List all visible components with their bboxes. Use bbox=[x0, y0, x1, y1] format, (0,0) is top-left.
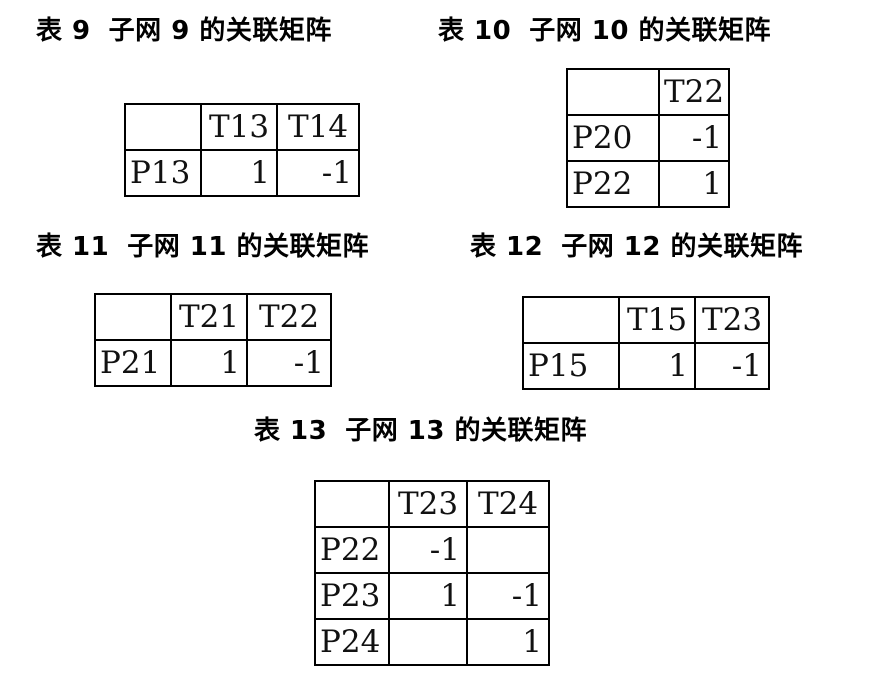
matrix-cell: -1 bbox=[246, 339, 332, 387]
row-header: P20 bbox=[566, 114, 660, 162]
table-row: P22 -1 bbox=[314, 526, 550, 574]
table-11-caption: 表 11 子网 11 的关联矩阵 bbox=[36, 232, 369, 262]
matrix-cell: 1 bbox=[388, 572, 468, 620]
table-row: P20 -1 bbox=[566, 114, 731, 162]
column-header: T23 bbox=[388, 480, 468, 528]
matrix-cell: -1 bbox=[276, 149, 360, 197]
table-12: T15 T23 P15 1 -1 bbox=[522, 296, 770, 390]
column-header: T15 bbox=[618, 296, 696, 344]
matrix-cell: 1 bbox=[657, 160, 731, 208]
corner-cell bbox=[522, 296, 620, 344]
table-9-caption: 表 9 子网 9 的关联矩阵 bbox=[36, 16, 332, 46]
matrix-cell: 1 bbox=[200, 149, 278, 197]
row-header: P23 bbox=[314, 572, 390, 620]
table-row: P23 1 -1 bbox=[314, 572, 550, 620]
table-10-caption: 表 10 子网 10 的关联矩阵 bbox=[438, 16, 771, 46]
row-header: P15 bbox=[522, 342, 620, 390]
caption-label: 表 11 bbox=[36, 232, 110, 262]
caption-text: 子网 9 的关联矩阵 bbox=[108, 16, 332, 46]
matrix-cell: -1 bbox=[466, 572, 550, 620]
column-header: T23 bbox=[694, 296, 770, 344]
table-13-caption: 表 13 子网 13 的关联矩阵 bbox=[254, 416, 587, 446]
row-header: P24 bbox=[314, 618, 390, 666]
column-header: T22 bbox=[246, 293, 332, 341]
caption-label: 表 10 bbox=[438, 16, 512, 46]
caption-text: 子网 12 的关联矩阵 bbox=[561, 232, 804, 262]
row-header: P21 bbox=[94, 339, 172, 387]
corner-cell bbox=[124, 103, 202, 151]
corner-cell bbox=[94, 293, 172, 341]
table-12-caption: 表 12 子网 12 的关联矩阵 bbox=[470, 232, 803, 262]
caption-label: 表 12 bbox=[470, 232, 544, 262]
table-header-row: T23 T24 bbox=[314, 480, 550, 528]
matrix-cell: 1 bbox=[618, 342, 696, 390]
matrix-cell bbox=[466, 526, 550, 574]
table-row: P24 1 bbox=[314, 618, 550, 666]
row-header: P22 bbox=[566, 160, 660, 208]
table-row: P22 1 bbox=[566, 160, 731, 208]
table-row: P13 1 -1 bbox=[124, 149, 360, 197]
row-header: P13 bbox=[124, 149, 202, 197]
caption-text: 子网 13 的关联矩阵 bbox=[345, 416, 588, 446]
corner-cell bbox=[566, 68, 660, 116]
table-13: T23 T24 P22 -1 P23 1 -1 P24 1 bbox=[314, 480, 550, 666]
caption-label: 表 13 bbox=[254, 416, 328, 446]
table-header-row: T22 bbox=[566, 68, 731, 116]
column-header: T14 bbox=[276, 103, 360, 151]
table-row: P21 1 -1 bbox=[94, 339, 332, 387]
table-10: T22 P20 -1 P22 1 bbox=[566, 68, 731, 208]
matrix-cell: -1 bbox=[694, 342, 770, 390]
matrix-cell: 1 bbox=[170, 339, 248, 387]
row-header: P22 bbox=[314, 526, 390, 574]
column-header: T24 bbox=[466, 480, 550, 528]
matrix-cell: 1 bbox=[466, 618, 550, 666]
table-header-row: T13 T14 bbox=[124, 103, 360, 151]
table-9: T13 T14 P13 1 -1 bbox=[124, 103, 360, 197]
caption-label: 表 9 bbox=[36, 16, 91, 46]
caption-text: 子网 10 的关联矩阵 bbox=[529, 16, 772, 46]
column-header: T13 bbox=[200, 103, 278, 151]
column-header: T22 bbox=[657, 68, 731, 116]
table-header-row: T21 T22 bbox=[94, 293, 332, 341]
matrix-cell: -1 bbox=[388, 526, 468, 574]
table-row: P15 1 -1 bbox=[522, 342, 770, 390]
caption-text: 子网 11 的关联矩阵 bbox=[127, 232, 370, 262]
matrix-cell: -1 bbox=[657, 114, 731, 162]
table-header-row: T15 T23 bbox=[522, 296, 770, 344]
corner-cell bbox=[314, 480, 390, 528]
column-header: T21 bbox=[170, 293, 248, 341]
table-11: T21 T22 P21 1 -1 bbox=[94, 293, 332, 387]
matrix-cell bbox=[388, 618, 468, 666]
